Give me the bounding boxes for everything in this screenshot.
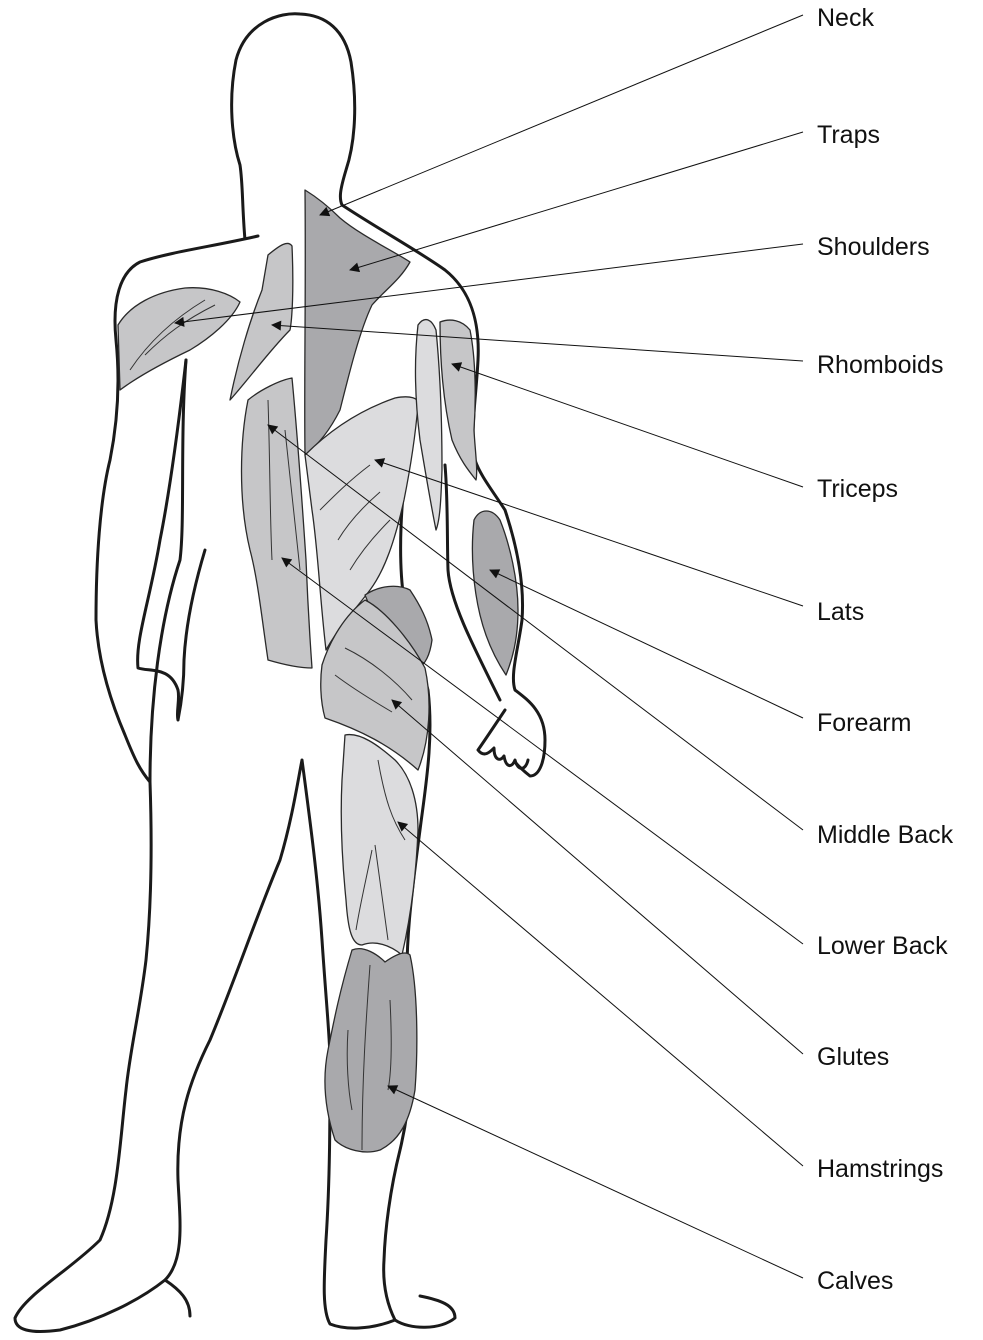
label-middle-back: Middle Back (817, 821, 954, 849)
label-hamstrings: Hamstrings (817, 1155, 943, 1183)
body-silhouette (15, 14, 545, 1332)
leader-forearm (490, 570, 803, 718)
head-outline (232, 14, 355, 240)
triceps-muscle (440, 320, 477, 480)
left-arm-outline (138, 360, 205, 720)
shoulder-muscle (118, 288, 240, 390)
calves-muscle (325, 949, 417, 1152)
rhomboids-muscle (230, 243, 293, 400)
leader-neck (320, 15, 803, 215)
lower-back-muscle (242, 378, 313, 668)
leader-lats (375, 460, 803, 606)
muscles (118, 190, 518, 1152)
left-foot-line (165, 1280, 190, 1316)
left-leg-outline (15, 760, 330, 1332)
label-triceps: Triceps (817, 475, 898, 503)
label-lower-back: Lower Back (817, 932, 948, 960)
leader-hamstrings (398, 822, 803, 1166)
leader-triceps (452, 364, 803, 487)
inner-arm-muscle (416, 320, 442, 530)
label-forearm: Forearm (817, 709, 911, 737)
labels: Neck Traps Shoulders Rhomboids Triceps L… (817, 4, 954, 1295)
leader-glutes (392, 700, 803, 1054)
leader-calves (388, 1086, 803, 1278)
label-calves: Calves (817, 1267, 893, 1295)
label-traps: Traps (817, 121, 880, 149)
leader-traps (350, 132, 803, 270)
label-shoulders: Shoulders (817, 233, 930, 261)
label-rhomboids: Rhomboids (817, 351, 943, 379)
right-hand-outline (478, 710, 528, 768)
label-lats: Lats (817, 598, 864, 626)
label-neck: Neck (817, 4, 874, 32)
label-glutes: Glutes (817, 1043, 889, 1071)
